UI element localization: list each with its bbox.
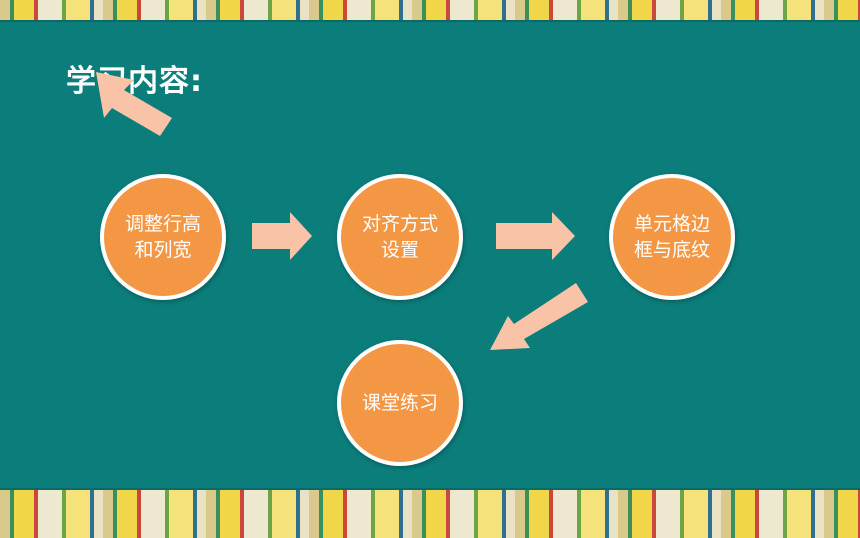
step-label: 单元格边框与底纹 <box>633 213 710 261</box>
arrow-up-left-icon <box>96 72 172 136</box>
decorative-book-border-top <box>0 0 860 22</box>
step-node-2: 对齐方式设置 <box>337 174 463 300</box>
page-title: 学习内容: <box>66 64 203 99</box>
arrow-right-icon <box>252 212 312 260</box>
step-label: 课堂练习 <box>361 392 438 414</box>
arrow-right-icon <box>496 212 575 260</box>
step-label: 对齐方式设置 <box>361 213 438 261</box>
step-node-3: 单元格边框与底纹 <box>609 174 735 300</box>
step-node-4: 课堂练习 <box>337 340 463 466</box>
step-node-1: 调整行高和列宽 <box>100 174 226 300</box>
arrow-down-left-icon <box>490 283 588 350</box>
decorative-book-border-bottom <box>0 488 860 538</box>
step-label: 调整行高和列宽 <box>124 213 201 261</box>
